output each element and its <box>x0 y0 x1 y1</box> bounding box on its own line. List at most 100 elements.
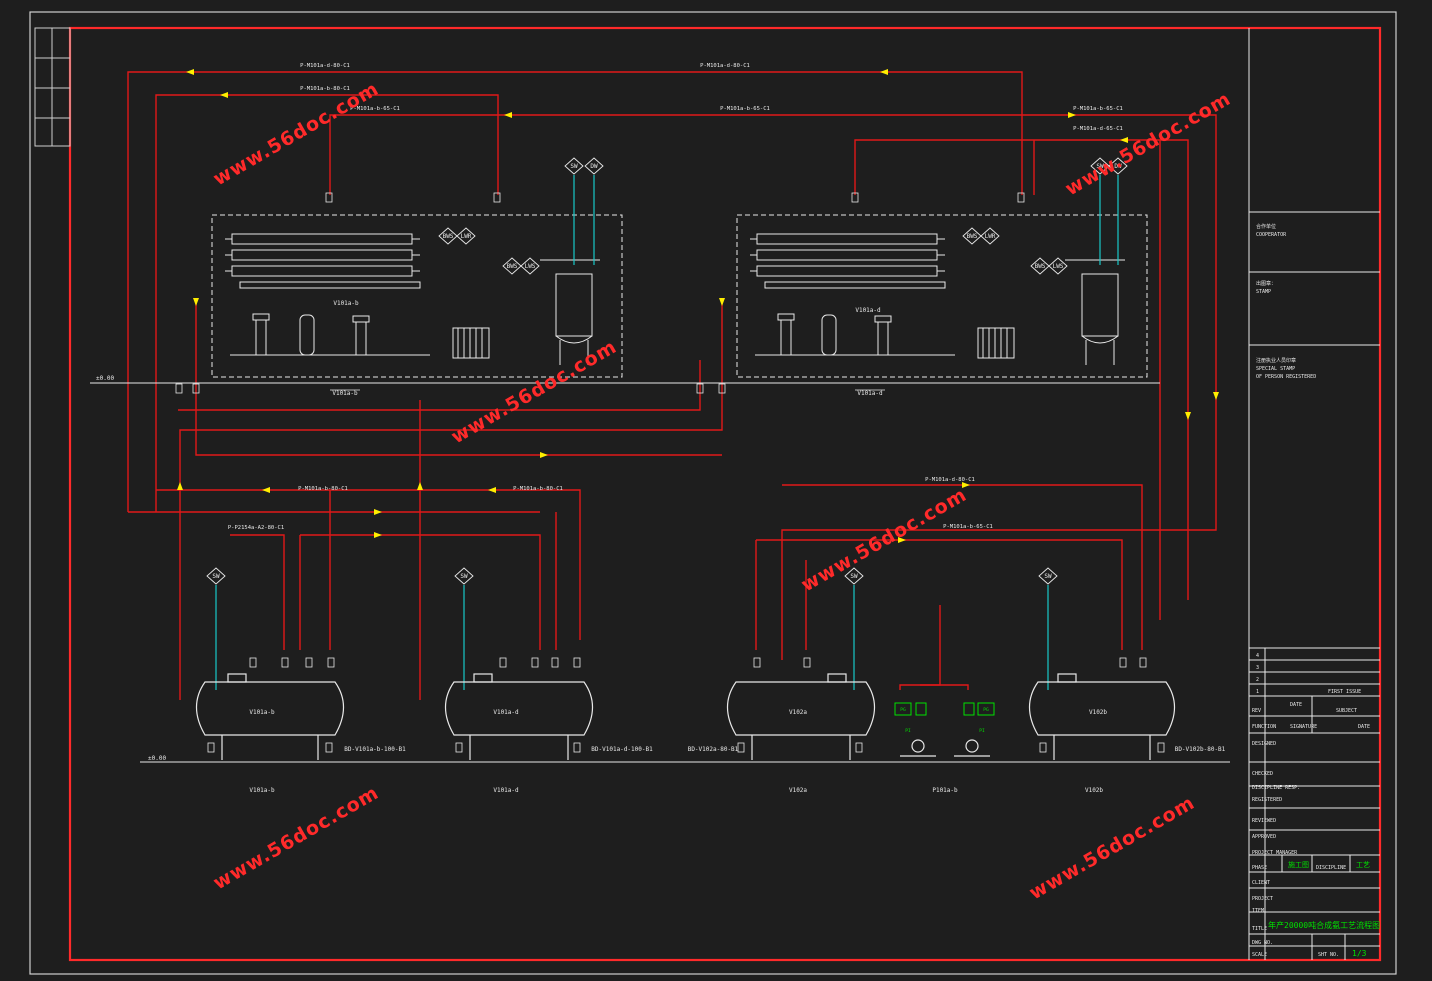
tb-title-val: 年产20000吨合成氨工艺流程图 <box>1268 920 1380 930</box>
tb-cooperator-cn: 合作单位 <box>1256 223 1276 230</box>
tag-pi-1: PI <box>905 728 911 734</box>
tb-discipline-resp: DISCIPLINE RESP. <box>1252 785 1300 791</box>
tag-bws-1b: BWS <box>507 263 518 270</box>
tb-project: PROJECT <box>1252 896 1273 902</box>
pipe-label-right2: P-M101a-d-65-C1 <box>1073 126 1123 132</box>
tb-designed: DESIGNED <box>1252 741 1276 747</box>
instrument-boxes <box>894 702 995 716</box>
tb-title: TITLE <box>1252 926 1267 932</box>
unit-label-1: V101a-b <box>249 787 275 794</box>
unit-label-4: P101a-b <box>932 787 958 794</box>
tb-project-manager: PROJECT MANAGER <box>1252 850 1298 856</box>
tb-rev-3: 3 <box>1256 665 1259 671</box>
outer-frame <box>29 11 1397 975</box>
tb-discipline-val: 工艺 <box>1356 861 1370 869</box>
tb-date2: DATE <box>1358 724 1370 730</box>
vessel-tag-1: V101a-b <box>249 709 275 716</box>
tag-dw-2: DW <box>1114 163 1122 170</box>
tb-function: FUNCTION <box>1252 724 1276 730</box>
drain-label-5: BD-V102b-80-B1 <box>1175 746 1226 753</box>
pipe-label-top2: P-M101a-b-80-C1 <box>300 86 350 92</box>
tb-signature: SIGNATURE <box>1290 724 1317 730</box>
tb-cooperator: COOPERATOR <box>1256 232 1287 238</box>
tb-approved: APPROVED <box>1252 834 1276 840</box>
tb-rev-2: 2 <box>1256 677 1259 683</box>
pipe-label-mid5: P-M101a-b-65-C1 <box>943 524 993 530</box>
chiller-label-2: V101a-d <box>857 390 883 397</box>
tag-lwr-1: LWR <box>461 233 472 240</box>
tb-special1: SPECIAL STAMP <box>1256 366 1295 372</box>
process-pipes <box>127 71 1217 700</box>
tb-scale: SCALE <box>1252 952 1267 958</box>
utility-lines <box>215 175 1119 690</box>
pipe-label-top3b: P-M101a-b-65-C1 <box>720 106 770 112</box>
tb-special2: OF PERSON REGISTERED <box>1256 374 1316 380</box>
pipe-label-right1: P-M101a-b-65-C1 <box>1073 106 1123 112</box>
watermark-6: www.56doc.com <box>1026 792 1199 905</box>
tb-special-cn: 注册执业人员印章 <box>1256 357 1296 364</box>
valve-markers <box>175 192 1165 753</box>
tb-date: DATE <box>1290 702 1302 708</box>
tag-sw-5: SW <box>850 573 858 580</box>
utility-tags <box>206 157 1128 585</box>
tb-client: CLIENT <box>1252 880 1270 886</box>
tb-phase: PHASE <box>1252 865 1267 871</box>
watermarks: www.56doc.com www.56doc.com www.56doc.co… <box>210 78 1235 905</box>
watermark-5: www.56doc.com <box>210 782 383 895</box>
vessel-tag-3: V102a <box>789 709 807 716</box>
drain-label-1: BD-V101a-b-100-B1 <box>344 746 406 753</box>
tag-lws-2: LWS <box>1053 263 1064 270</box>
chiller-inner-label-2: V101a-d <box>855 307 881 314</box>
tag-bws-1: BWS <box>443 233 454 240</box>
tag-lws-1: LWS <box>525 263 536 270</box>
watermark-3: www.56doc.com <box>448 336 621 449</box>
unit-label-3: V102a <box>789 787 807 794</box>
drain-label-2: BD-V101a-d-100-B1 <box>591 746 653 753</box>
pipe-label-mid1: P-M101a-b-80-C1 <box>298 486 348 492</box>
vessel-tag-4: V102b <box>1089 709 1107 716</box>
title-block-frame <box>1248 28 1380 960</box>
vessel-tag-2: V101a-d <box>493 709 519 716</box>
tb-stamp: STAMP <box>1256 289 1271 295</box>
tb-sht-no: SHT NO. <box>1318 952 1339 958</box>
tag-sw-3: SW <box>212 573 220 580</box>
pipe-label-top3: P-M101a-b-65-C1 <box>350 106 400 112</box>
unit-label-5: V102b <box>1085 787 1103 794</box>
inner-frame <box>68 26 1382 962</box>
flow-arrows <box>177 69 1219 543</box>
tb-subject: SUBJECT <box>1336 708 1357 714</box>
pipe-label-mid3: P-P2154a-A2-80-C1 <box>228 525 284 531</box>
tag-dw-1: DW <box>590 163 598 170</box>
chiller-inner-label-1: V101a-b <box>333 300 359 307</box>
tb-stamp-cn: 出图章： <box>1256 280 1276 287</box>
pipe-label-mid2: P-M101a-b-80-C1 <box>513 486 563 492</box>
chiller-package-2 <box>736 214 1148 391</box>
tb-sheet: 1/3 <box>1352 949 1367 958</box>
tb-dwg-no: DWG NO. <box>1252 940 1273 946</box>
pipe-label-mid4: P-M101a-d-80-C1 <box>925 477 975 483</box>
tag-sw-2: SW <box>1096 163 1104 170</box>
tb-registered: REGISTERED <box>1252 797 1282 803</box>
watermark-2: www.56doc.com <box>1062 88 1235 201</box>
tag-pi-2: PI <box>979 728 985 734</box>
level-lower: ±0.00 <box>148 755 166 762</box>
tb-checked: CHECKED <box>1252 771 1273 777</box>
unit-label-2: V101a-d <box>493 787 519 794</box>
tag-bws-2b: BWS <box>1035 263 1046 270</box>
pipe-label-top1b: P-M101a-d-80-C1 <box>700 63 750 69</box>
tb-discipline: DISCIPLINE <box>1316 865 1346 871</box>
level-upper: ±0.00 <box>96 375 114 382</box>
chiller-label-1: V101a-b <box>332 390 358 397</box>
tag-sw-4: SW <box>460 573 468 580</box>
tag-bws-2: BWS <box>967 233 978 240</box>
tb-item: ITEM <box>1252 908 1264 914</box>
pipe-label-top1: P-M101a-d-80-C1 <box>300 63 350 69</box>
tb-reviewed: REVIEWED <box>1252 818 1276 824</box>
vessels <box>195 673 1176 760</box>
tb-rev: REV <box>1252 708 1261 714</box>
tag-sw-1: SW <box>570 163 578 170</box>
tb-rev-1: 1 <box>1256 689 1259 695</box>
binding-grid <box>34 27 71 147</box>
tb-rev-4: 4 <box>1256 653 1259 659</box>
